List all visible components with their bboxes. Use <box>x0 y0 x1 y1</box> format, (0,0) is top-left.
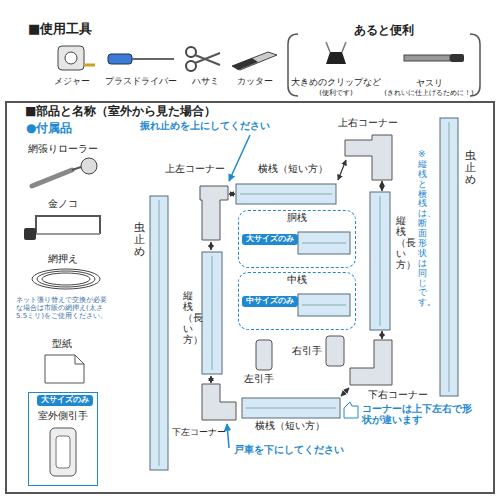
sub-heading: ●付属品 <box>26 122 72 136</box>
roller-icon <box>32 158 97 186</box>
part-name: 上左コーナー <box>165 164 225 175</box>
part-name: 右引手 <box>292 346 322 357</box>
section-heading: ■使用工具 <box>28 22 92 37</box>
template-icon <box>45 355 84 383</box>
tag-text: 大サイズのみ <box>41 396 89 405</box>
part-name: 下左コーナー <box>172 428 226 438</box>
note-text: ネット張り替えで交換が必要な場合は市販の網押え(太さ5.5ミリ)をご使用ください… <box>16 296 112 320</box>
spline-coil-icon <box>32 269 100 289</box>
bracket-line <box>288 34 480 96</box>
file-icon <box>404 54 464 62</box>
size-tag: 大サイズのみ <box>242 234 298 245</box>
part-group: 中桟中サイズのみ <box>238 272 356 330</box>
part-name: 胴桟 <box>287 212 307 224</box>
part-name: 横桟（短い方） <box>258 164 328 175</box>
accessory-name: 網押え <box>48 253 78 265</box>
callout-text: コーナーは上下左右で形状が違います <box>362 404 474 426</box>
part-name: 左引手 <box>244 374 274 385</box>
tool-name: ヤスリ <box>416 78 443 88</box>
scissors-icon <box>186 47 220 71</box>
part-name: 中桟 <box>287 274 307 286</box>
section-heading: ■部品と名称（室外から見た場合） <box>25 105 216 119</box>
hand-icon <box>344 402 358 418</box>
note-text: ※縦桟と横桟は、断面形状は同じです。 <box>418 150 427 308</box>
hacksaw-icon <box>24 216 100 240</box>
tool-name: 大きめのクリップなど <box>291 78 381 88</box>
corner-pieces <box>200 135 392 420</box>
optional-tools-bracket: あると便利大きめのクリップなど(便利です)ヤスリ(きれいに仕上げるために！) <box>286 32 482 98</box>
insect-strip <box>150 196 168 470</box>
part-name: 室外側引手 <box>38 410 88 422</box>
assembly-arrows <box>211 160 382 396</box>
accessory-box: 室外側引手 大サイズのみ <box>28 392 98 486</box>
tool-name: ハサミ <box>192 76 219 86</box>
part-name: 横桟（短い方） <box>255 421 325 432</box>
callout-text: 戸車を下にしてください <box>234 444 344 456</box>
insect-strip <box>440 118 458 396</box>
part-name: 縦桟（長い方） <box>183 290 193 345</box>
tool-note: (きれいに仕上げるために！) <box>384 89 473 97</box>
tag-text: 中サイズのみ <box>246 297 294 306</box>
bracket-outline <box>286 32 482 98</box>
part-group: 胴桟大サイズのみ <box>238 210 356 268</box>
size-tag: 大サイズのみ <box>37 395 93 406</box>
part-name: 虫止め <box>465 150 476 186</box>
part-name: 縦桟（長い方） <box>396 215 406 270</box>
tool-name: カッター <box>237 76 273 86</box>
accessory-name: 金ノコ <box>48 198 78 210</box>
part-name: 下右コーナー <box>368 390 428 401</box>
size-tag: 中サイズのみ <box>242 296 298 307</box>
tag-text: 大サイズのみ <box>246 235 294 244</box>
cutter-icon <box>232 52 277 70</box>
clip-icon <box>326 42 346 64</box>
callout-text: 振れ止めを上にしてください <box>140 120 270 132</box>
tool-note: (便利です) <box>319 89 352 97</box>
tool-name: メジャー <box>54 76 90 86</box>
outdoor-handle-icon <box>50 428 76 476</box>
tool-name: プラスドライバー <box>105 76 177 86</box>
part-name: 上右コーナー <box>338 118 398 129</box>
accessory-name: 型紙 <box>52 338 72 350</box>
part-name: 虫止め <box>134 222 145 258</box>
screwdriver-icon <box>108 54 174 64</box>
accessory-name: 網張りローラー <box>28 143 98 155</box>
pull-handles <box>256 336 344 370</box>
tape-measure-icon <box>58 46 95 70</box>
group-heading: あると便利 <box>350 24 418 38</box>
